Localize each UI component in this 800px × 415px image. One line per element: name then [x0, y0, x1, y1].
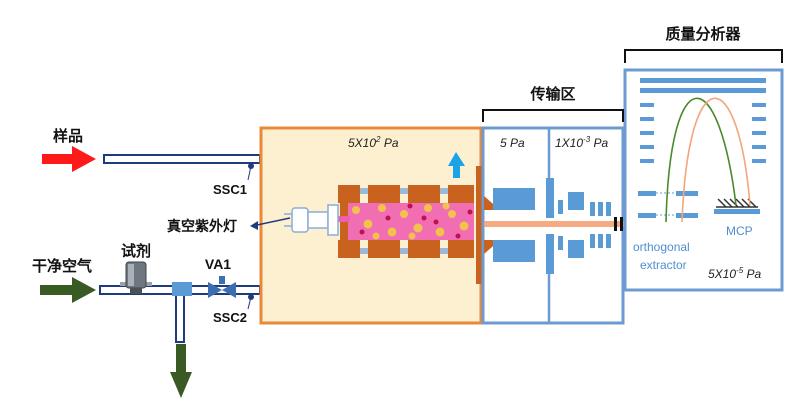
valve-icon: [208, 276, 236, 298]
transfer-bracket: [482, 109, 624, 122]
sample-label: 样品: [53, 127, 83, 145]
aperture-right: [620, 217, 623, 231]
reflectron: [638, 78, 766, 218]
vuv-lamp-leader: [251, 217, 291, 227]
source-pressure-base: 5X10: [348, 136, 376, 150]
reagent-label: 试剂: [121, 242, 151, 260]
tee-junction: [172, 282, 192, 296]
analyzer-pressure-unit: Pa: [743, 267, 761, 281]
ion-beam: [484, 221, 624, 227]
stage2-pressure-exp: -3: [583, 135, 591, 144]
stage2-pressure: 1X10-3 Pa: [555, 135, 608, 150]
sample-arrow-icon: [42, 146, 96, 172]
ssc2-leader: [247, 296, 252, 310]
ion-optics: [484, 178, 611, 274]
ssc1-leader: [247, 165, 252, 181]
trajectory-green: [665, 97, 737, 223]
ssc2-label: SSC2: [213, 310, 247, 325]
stage2-pressure-base: 1X10: [555, 136, 583, 150]
vuv-lamp-icon: [284, 204, 339, 236]
reagent-vessel-icon: [120, 261, 152, 294]
extractor-label: extractor: [640, 258, 687, 272]
stage1-pressure: 5 Pa: [500, 136, 525, 150]
source-pressure-unit: Pa: [380, 136, 398, 150]
analyzer-pressure-exp: -5: [736, 266, 744, 275]
mcp-label: MCP: [726, 224, 753, 238]
orthogonal-label: orthogonal: [633, 240, 690, 254]
analyzer-pressure-base: 5X10: [708, 267, 736, 281]
lamp-window: [328, 216, 350, 222]
exhaust-arrow-icon: [170, 344, 192, 398]
trajectory-orange: [681, 97, 751, 223]
electrodes-top: [338, 185, 474, 203]
air-inlet-arrow-icon: [40, 277, 96, 303]
vuv-lamp-leader-head: [250, 221, 258, 230]
sample-tube: [103, 154, 261, 164]
analyzer-bracket: [624, 49, 783, 63]
electrodes-bottom: [338, 240, 474, 258]
analyzer-pressure: 5X10-5 Pa: [708, 266, 761, 281]
source-pressure-exp: 2: [375, 135, 381, 144]
clean-air-label: 干净空气: [32, 257, 92, 275]
source-pressure: 5X102 Pa: [348, 135, 399, 150]
vuv-lamp-label: 真空紫外灯: [167, 218, 237, 235]
up-arrow-icon: [448, 152, 465, 178]
aperture-left: [614, 217, 617, 231]
exhaust-tube: [175, 293, 185, 343]
particles: [352, 202, 473, 240]
exit-electrode: [476, 166, 484, 284]
ssc1-label: SSC1: [213, 182, 247, 197]
transfer-region-label: 传输区: [529, 85, 575, 103]
stage2-pressure-unit: Pa: [590, 136, 608, 150]
mass-analyzer-label: 质量分析器: [665, 25, 741, 43]
va1-label: VA1: [205, 256, 231, 272]
